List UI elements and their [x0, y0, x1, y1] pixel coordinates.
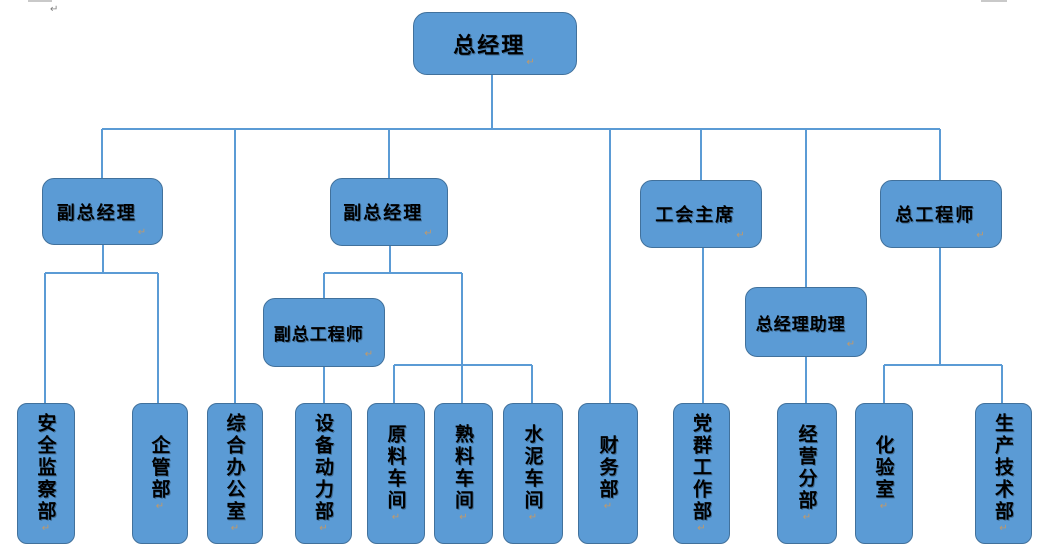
node-label: 经营分部 — [795, 424, 818, 512]
paragraph-mark: ↵ — [364, 349, 375, 360]
paragraph-mark: ↵ — [458, 512, 469, 523]
node-dept-laboratory[interactable]: 化验室↵ — [855, 403, 913, 544]
paragraph-mark: ↵ — [137, 227, 149, 238]
node-dept-finance[interactable]: 财务部↵ — [578, 403, 638, 544]
node-label: 副总经理 — [343, 203, 424, 224]
node-dept-operations-division[interactable]: 经营分部↵ — [777, 403, 837, 544]
node-label: 水泥车间 — [521, 424, 544, 512]
node-dept-raw-material-workshop[interactable]: 原料车间↵ — [367, 403, 425, 544]
node-dept-enterprise-management[interactable]: 企管部↵ — [132, 403, 188, 544]
node-label: 副总经理 — [56, 202, 137, 224]
node-general-manager[interactable]: 总经理↵ — [413, 12, 577, 75]
paragraph-mark: ↵ — [526, 57, 537, 68]
node-label: 熟料车间 — [452, 424, 474, 512]
node-deputy-general-manager-middle[interactable]: 副总经理↵ — [330, 178, 448, 246]
node-deputy-general-manager-left[interactable]: 副总经理↵ — [42, 178, 163, 245]
node-dept-general-office[interactable]: 综合办公室↵ — [207, 403, 263, 544]
paragraph-mark: ↵ — [976, 230, 987, 241]
node-dept-production-technology[interactable]: 生产技术部↵ — [975, 403, 1032, 544]
node-dept-cement-workshop[interactable]: 水泥车间↵ — [503, 403, 563, 544]
node-deputy-chief-engineer[interactable]: 副总工程师↵ — [263, 298, 385, 367]
paragraph-mark: ↵ — [318, 523, 329, 534]
paragraph-mark: ↵ — [40, 523, 52, 534]
paragraph-mark: ↵ — [527, 512, 539, 523]
paragraph-mark: ↵ — [696, 523, 707, 534]
node-label: 综合办公室 — [223, 413, 246, 523]
node-label: 总经理助理 — [755, 314, 846, 335]
node-dept-clinker-workshop[interactable]: 熟料车间↵ — [434, 403, 493, 544]
node-union-chairman[interactable]: 工会主席↵ — [640, 180, 762, 248]
node-gm-assistant[interactable]: 总经理助理↵ — [745, 287, 867, 357]
paragraph-mark: ↵ — [390, 512, 402, 523]
node-dept-equipment-power[interactable]: 设备动力部↵ — [295, 403, 352, 544]
paragraph-mark: ↵ — [998, 523, 1009, 534]
node-label: 副总工程师 — [273, 325, 364, 345]
node-label: 生产技术部 — [992, 413, 1014, 523]
node-label: 安全监察部 — [34, 413, 57, 523]
node-chief-engineer[interactable]: 总工程师↵ — [880, 180, 1002, 248]
paragraph-mark: ↵ — [602, 501, 614, 512]
node-label: 企管部 — [148, 435, 171, 501]
node-label: 设备动力部 — [312, 413, 334, 523]
node-label: 党群工作部 — [690, 413, 712, 523]
node-label: 工会主席 — [655, 205, 736, 226]
paragraph-mark: ↵ — [424, 228, 435, 239]
node-label: 总经理 — [453, 33, 526, 59]
paragraph-mark: ↵ — [154, 501, 166, 512]
node-label: 化验室 — [872, 435, 895, 501]
paragraph-mark: ↵ — [229, 523, 241, 534]
node-label: 总工程师 — [895, 205, 976, 226]
paragraph-mark: ↵ — [846, 339, 857, 350]
page-boundary-mark-left — [28, 0, 52, 2]
node-dept-safety-supervision[interactable]: 安全监察部↵ — [17, 403, 75, 544]
paragraph-mark: ↵ — [878, 501, 890, 512]
paragraph-mark: ↵ — [736, 230, 747, 241]
page-boundary-mark-right — [981, 0, 1007, 2]
node-label: 原料车间 — [384, 424, 407, 512]
paragraph-mark: ↵ — [801, 512, 813, 523]
node-dept-party-mass-work[interactable]: 党群工作部↵ — [673, 403, 730, 544]
node-label: 财务部 — [596, 435, 619, 501]
paragraph-mark: ↵ — [50, 4, 59, 15]
